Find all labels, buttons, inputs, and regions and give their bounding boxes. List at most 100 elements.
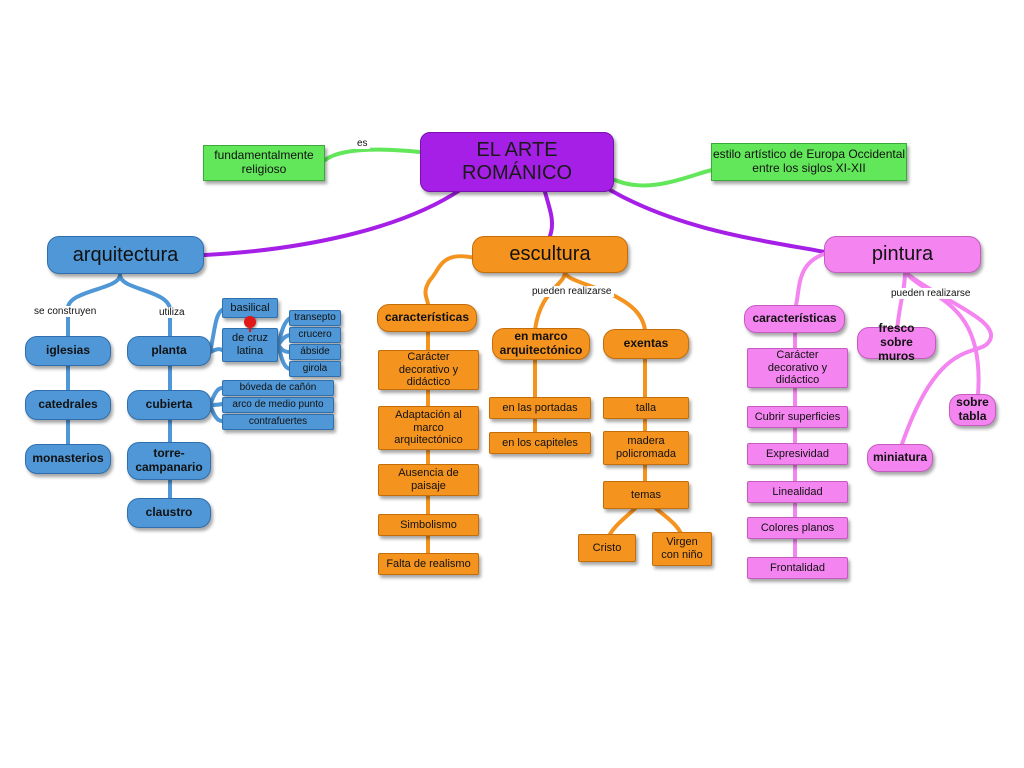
arquitectura-node[interactable]: arquitectura [47, 236, 204, 274]
contrafuertes-label: contrafuertes [248, 416, 308, 428]
fresco-label: fresco sobre muros [878, 321, 915, 363]
esc-c1-label: Carácter decorativo y didáctico [398, 351, 459, 389]
exentas-node[interactable]: exentas [603, 329, 689, 359]
contrafuertes-node[interactable]: contrafuertes [222, 414, 334, 430]
basilical-node[interactable]: basilical [222, 298, 278, 318]
temas-label: temas [631, 488, 661, 501]
virgen-node[interactable]: Virgen con niño [652, 532, 712, 566]
escultura-node[interactable]: escultura [472, 236, 628, 273]
definition-style[interactable]: estilo artístico de Europa Occidental en… [711, 143, 907, 181]
pin-c4-label: Linealidad [772, 485, 823, 498]
transepto-node[interactable]: transepto [289, 310, 341, 326]
madera-label: madera policromada [616, 435, 676, 460]
esc-caracteristicas-node[interactable]: características [377, 304, 477, 332]
temas-node[interactable]: temas [603, 481, 689, 509]
talla-node[interactable]: talla [603, 397, 689, 419]
tabla-node[interactable]: sobre tabla [949, 394, 996, 426]
pin-caracteristicas-label: características [752, 311, 837, 326]
pin-c5-label: Colores planos [760, 521, 835, 534]
esc-c5-node[interactable]: Falta de realismo [378, 553, 479, 575]
pin-c3-node[interactable]: Expresividad [747, 443, 848, 465]
arco-label: arco de medio punto [232, 399, 324, 411]
basilical-label: basilical [230, 301, 270, 314]
pin-c4-node[interactable]: Linealidad [747, 481, 848, 503]
boveda-node[interactable]: bóveda de cañón [222, 380, 334, 396]
definition-religious[interactable]: fundamentalmente religioso [203, 145, 325, 181]
esc-c1-node[interactable]: Carácter decorativo y didáctico [378, 350, 479, 390]
pin-c2-node[interactable]: Cubrir superficies [747, 406, 848, 428]
boveda-label: bóveda de cañón [239, 382, 317, 394]
pin-c1-label: Carácter decorativo y didáctico [767, 349, 828, 387]
marco-label: en marco arquitectónico [499, 329, 583, 357]
esc-caracteristicas-label: características [384, 310, 470, 325]
catedrales-node[interactable]: catedrales [25, 390, 111, 420]
link-label-es: es [355, 138, 370, 149]
capiteles-node[interactable]: en los capiteles [489, 432, 591, 454]
torre-node[interactable]: torre-campanario [127, 442, 211, 480]
talla-label: talla [635, 401, 657, 414]
cristo-label: Cristo [592, 541, 622, 554]
claustro-node[interactable]: claustro [127, 498, 211, 528]
center-title: EL ARTE ROMÁNICO [462, 139, 572, 184]
virgen-label: Virgen con niño [661, 536, 703, 561]
catedrales-label: catedrales [38, 397, 98, 412]
abside-label: ábside [300, 346, 330, 358]
planta-label: planta [151, 343, 187, 358]
pin-c3-label: Expresividad [766, 447, 829, 460]
claustro-label: claustro [145, 505, 193, 520]
crucero-label: crucero [298, 329, 332, 341]
monasterios-label: monasterios [32, 451, 104, 466]
link-label-se-construyen: se construyen [32, 306, 99, 317]
link-label-utiliza: utiliza [157, 307, 187, 318]
fresco-node[interactable]: fresco sobre muros [857, 321, 936, 363]
esc-c3-node[interactable]: Ausencia de paisaje [378, 464, 479, 496]
esc-c5-label: Falta de realismo [386, 557, 471, 570]
abside-node[interactable]: ábside [289, 344, 341, 360]
tabla-label: sobre tabla [956, 395, 989, 423]
esc-c2-label: Adaptación al marco arquitectónico [394, 409, 463, 447]
link-label-pueden-escultura: pueden realizarse [530, 286, 614, 297]
esc-c4-label: Simbolismo [400, 518, 457, 531]
cubierta-node[interactable]: cubierta [127, 390, 211, 420]
pintura-node[interactable]: pintura [824, 236, 981, 273]
esc-c4-node[interactable]: Simbolismo [378, 514, 479, 536]
center-node[interactable]: EL ARTE ROMÁNICO [420, 132, 614, 192]
transepto-label: transepto [294, 312, 336, 324]
cubierta-label: cubierta [145, 397, 193, 412]
pin-c1-node[interactable]: Carácter decorativo y didáctico [747, 348, 848, 388]
crucero-node[interactable]: crucero [289, 327, 341, 343]
miniatura-node[interactable]: miniatura [867, 444, 933, 472]
esc-c3-label: Ausencia de paisaje [398, 467, 459, 492]
pin-c2-label: Cubrir superficies [754, 410, 841, 423]
pin-c6-node[interactable]: Frontalidad [747, 557, 848, 579]
pin-caracteristicas-node[interactable]: características [744, 305, 845, 333]
iglesias-node[interactable]: iglesias [25, 336, 111, 366]
madera-node[interactable]: madera policromada [603, 431, 689, 465]
marco-node[interactable]: en marco arquitectónico [492, 328, 590, 360]
cristo-node[interactable]: Cristo [578, 534, 636, 562]
monasterios-node[interactable]: monasterios [25, 444, 111, 474]
portadas-label: en las portadas [502, 401, 578, 414]
girola-node[interactable]: girola [289, 361, 341, 377]
iglesias-label: iglesias [45, 343, 91, 358]
torre-label: torre-campanario [135, 446, 203, 474]
miniatura-label: miniatura [872, 450, 927, 465]
girola-label: girola [302, 363, 328, 375]
cruz-latina-node[interactable]: de cruz latina [222, 328, 278, 362]
planta-node[interactable]: planta [127, 336, 211, 366]
arco-node[interactable]: arco de medio punto [222, 397, 334, 413]
portadas-node[interactable]: en las portadas [489, 397, 591, 419]
link-label-pueden-pintura: pueden realizarse [889, 288, 973, 299]
capiteles-label: en los capiteles [502, 436, 578, 449]
pin-c6-label: Frontalidad [769, 561, 826, 574]
pin-c5-node[interactable]: Colores planos [747, 517, 848, 539]
esc-c2-node[interactable]: Adaptación al marco arquitectónico [378, 406, 479, 450]
definition-style-text: estilo artístico de Europa Occidental en… [712, 147, 906, 175]
pintura-title: pintura [871, 243, 934, 265]
pin-icon [244, 316, 256, 332]
exentas-label: exentas [623, 336, 669, 351]
escultura-title: escultura [509, 243, 591, 265]
arquitectura-title: arquitectura [72, 243, 179, 266]
cruz-latina-label: de cruz latina [231, 332, 269, 357]
